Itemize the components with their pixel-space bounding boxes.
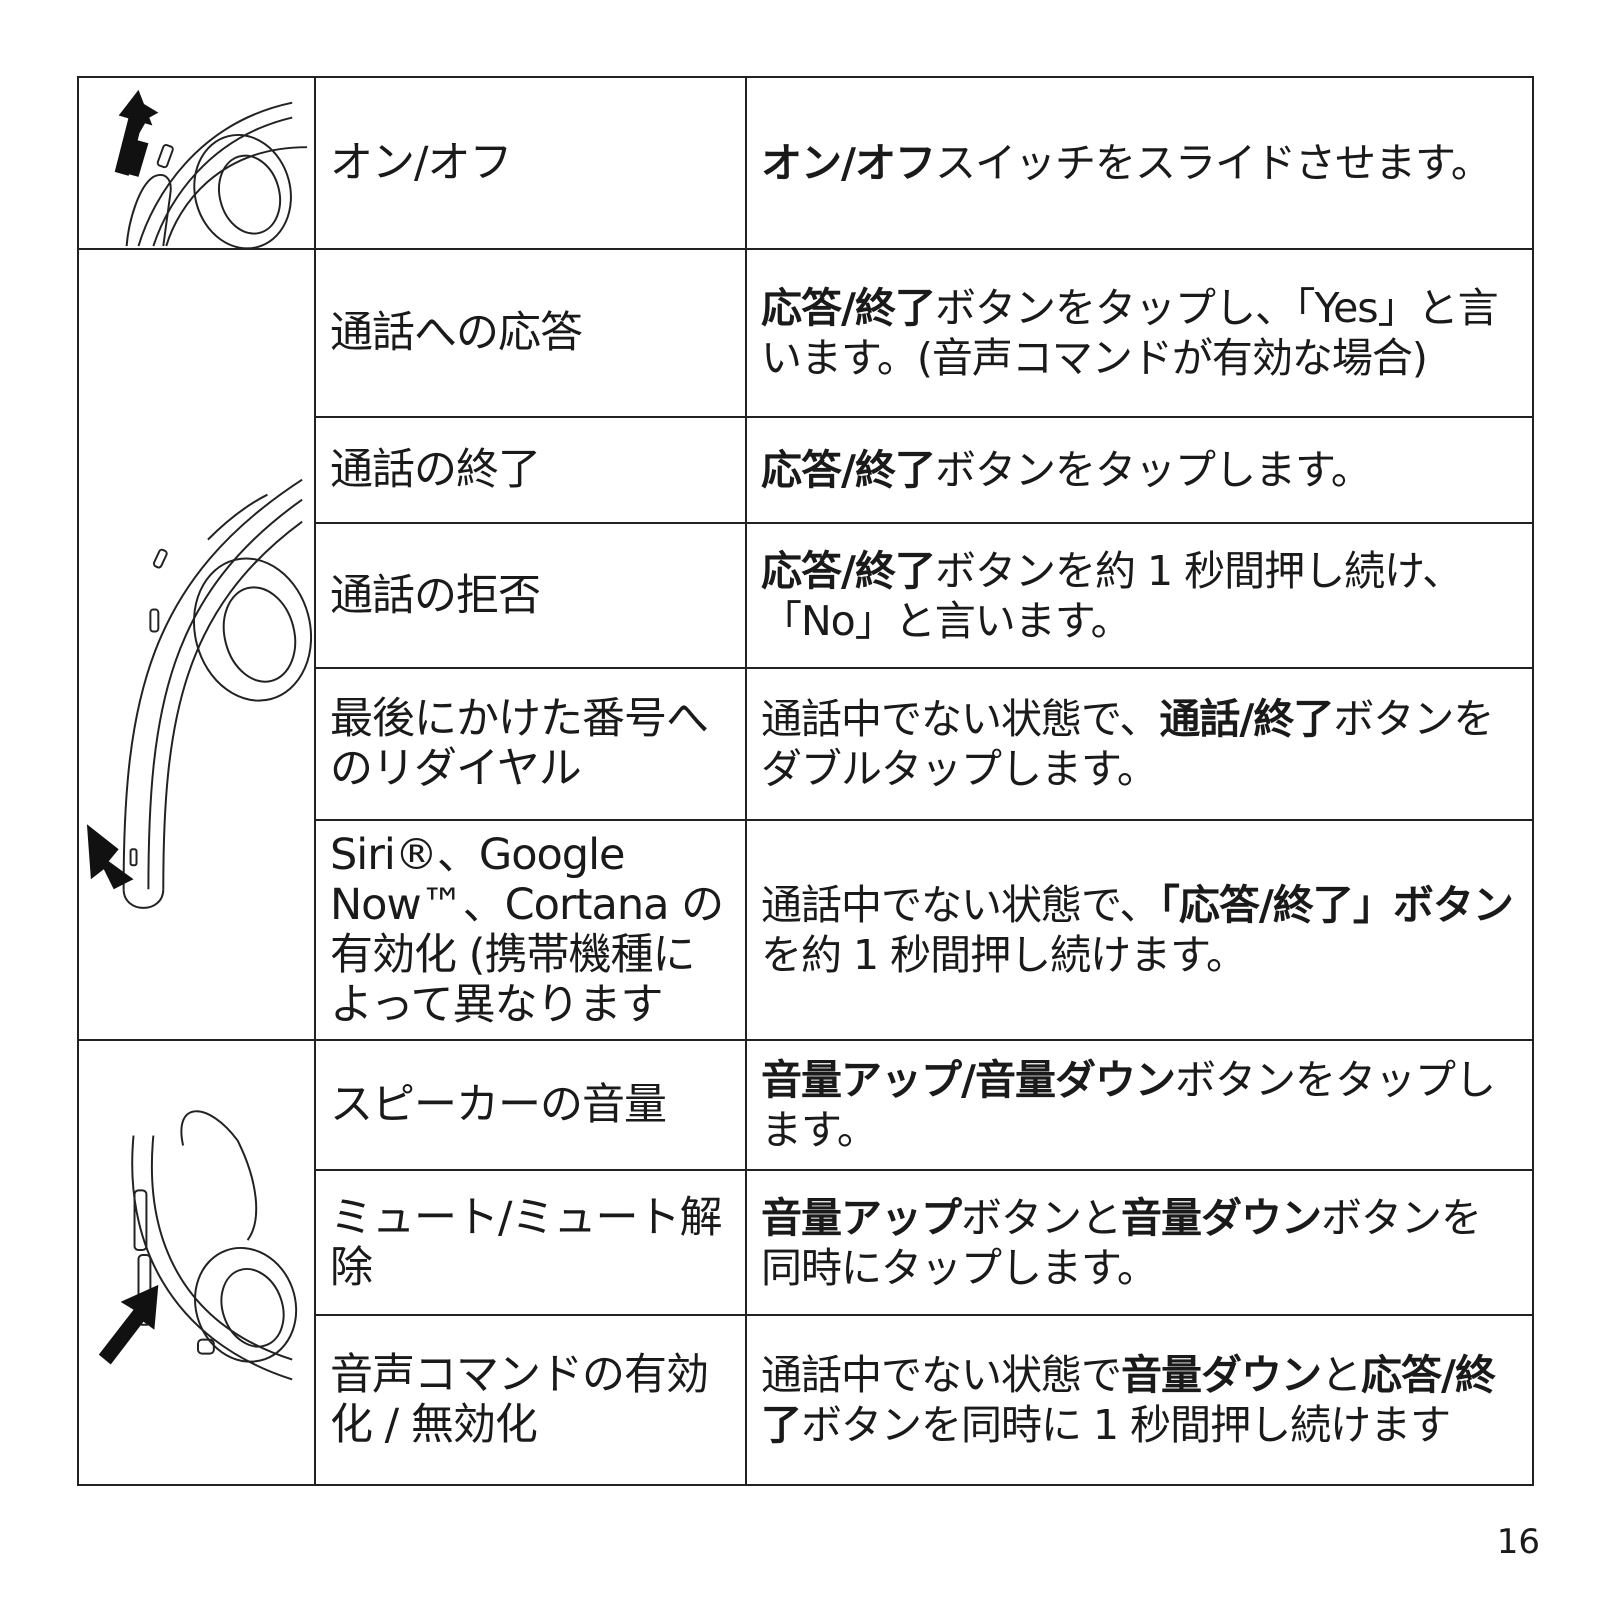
table-row: 通話の終了 応答/終了ボタンをタップします。 <box>78 416 1534 524</box>
bold-term: 応答/終了 <box>761 284 936 332</box>
table-row: 音声コマンドの有効化 / 無効化 通話中でない状態で音量ダウンと応答/終了ボタン… <box>78 1314 1534 1486</box>
on-off-switch-illustration <box>114 89 308 248</box>
table-row: 最後にかけた番号へのリダイヤル 通話中でない状態で、通話/終了ボタンをダブルタッ… <box>78 667 1534 821</box>
bold-term: 音量ダウン <box>1121 1193 1322 1242</box>
description-cell: 音量アップ/音量ダウンボタンをタップします。 <box>745 1039 1534 1171</box>
description-cell: 応答/終了ボタンを約 1 秒間押し続け、「No」と言います。 <box>745 522 1534 669</box>
bold-term: 応答/終了 <box>761 1351 1496 1449</box>
controls-table: オン/オフ オン/オフスイッチをスライドさせます。 <box>77 76 1534 1486</box>
table-row: Siri®、Google Now™、Cortana の有効化 (携帯機種によって… <box>78 819 1534 1041</box>
description-text: ボタンをタップします。 <box>761 1056 1496 1154</box>
bold-term: 音量アップ <box>761 1193 962 1242</box>
table-row: ミュート/ミュート解除 音量アップボタンと音量ダウンボタンを同時にタップします。 <box>78 1169 1534 1316</box>
description-text: スイッチをスライドさせます。 <box>934 139 1492 187</box>
description-text: ボタンと <box>961 1193 1122 1242</box>
bold-term: 応答/終了 <box>761 446 936 494</box>
answer-end-illustration-cell <box>77 248 316 1041</box>
description-text: ボタンを同時にタップします。 <box>761 1193 1482 1292</box>
description-text: 通話中でない状態で、 <box>761 695 1160 743</box>
on-off-illustration-cell <box>77 76 316 250</box>
description-cell: 通話中でない状態で、通話/終了ボタンをダブルタップします。 <box>745 667 1534 821</box>
description-text: 通話中でない状態で、 <box>761 881 1160 929</box>
volume-illustration-cell <box>77 1039 316 1486</box>
function-cell: ミュート/ミュート解除 <box>314 1169 747 1316</box>
bold-term: 通話/終了 <box>1159 695 1334 743</box>
description-cell: 応答/終了ボタンをタップします。 <box>745 416 1534 524</box>
description-text: ボタンをダブルタップします。 <box>761 695 1494 793</box>
description-text: ボタンをタップします。 <box>934 446 1372 494</box>
description-cell: 音量アップボタンと音量ダウンボタンを同時にタップします。 <box>745 1169 1534 1316</box>
function-cell: Siri®、Google Now™、Cortana の有効化 (携帯機種によって… <box>314 819 747 1041</box>
function-cell: 最後にかけた番号へのリダイヤル <box>314 667 747 821</box>
table-row: 通話の拒否 応答/終了ボタンを約 1 秒間押し続け、「No」と言います。 <box>78 522 1534 669</box>
function-cell: オン/オフ <box>314 76 747 250</box>
table-row: スピーカーの音量 音量アップ/音量ダウンボタンをタップします。 <box>77 1039 1534 1486</box>
bold-term: オン/オフ <box>761 139 936 187</box>
description-cell: 通話中でない状態で音量ダウンと応答/終了ボタンを同時に 1 秒間押し続けます <box>745 1314 1534 1486</box>
description-cell: オン/オフスイッチをスライドさせます。 <box>745 76 1534 250</box>
volume-buttons-illustration <box>98 1110 298 1381</box>
description-text: と <box>1321 1351 1362 1399</box>
description-cell: 応答/終了ボタンをタップし、「Yes」と言います。(音声コマンドが有効な場合) <box>745 248 1534 418</box>
bold-term: 「応答/終了」ボタン <box>1159 881 1513 929</box>
description-text: を約 1 秒間押し続けます。 <box>761 931 1247 979</box>
bold-term: 応答/終了 <box>761 546 936 595</box>
description-text: ボタンを約 1 秒間押し続け、「No」と言います。 <box>761 546 1463 645</box>
bold-term: 音量ダウン <box>1121 1351 1322 1399</box>
description-text: ボタンを同時に 1 秒間押し続けます <box>801 1401 1451 1449</box>
description-text: ボタンをタップし、「Yes」と言います。(音声コマンドが有効な場合) <box>761 284 1499 382</box>
function-cell: スピーカーの音量 <box>314 1039 747 1171</box>
bold-term: 音量アップ/音量ダウン <box>761 1056 1176 1104</box>
table-row: オン/オフ オン/オフスイッチをスライドさせます。 <box>77 76 1534 250</box>
function-cell: 通話への応答 <box>314 248 747 418</box>
description-cell: 通話中でない状態で、「応答/終了」ボタンを約 1 秒間押し続けます。 <box>745 819 1534 1041</box>
function-cell: 通話の拒否 <box>314 522 747 669</box>
answer-end-button-illustration <box>86 478 313 909</box>
table-row: 通話への応答 応答/終了ボタンをタップし、「Yes」と言います。(音声コマンドが… <box>77 248 1534 1041</box>
description-text: 通話中でない状態で <box>761 1351 1122 1399</box>
page-number: 16 <box>1496 1522 1540 1562</box>
function-cell: 音声コマンドの有効化 / 無効化 <box>314 1314 747 1486</box>
function-cell: 通話の終了 <box>314 416 747 524</box>
